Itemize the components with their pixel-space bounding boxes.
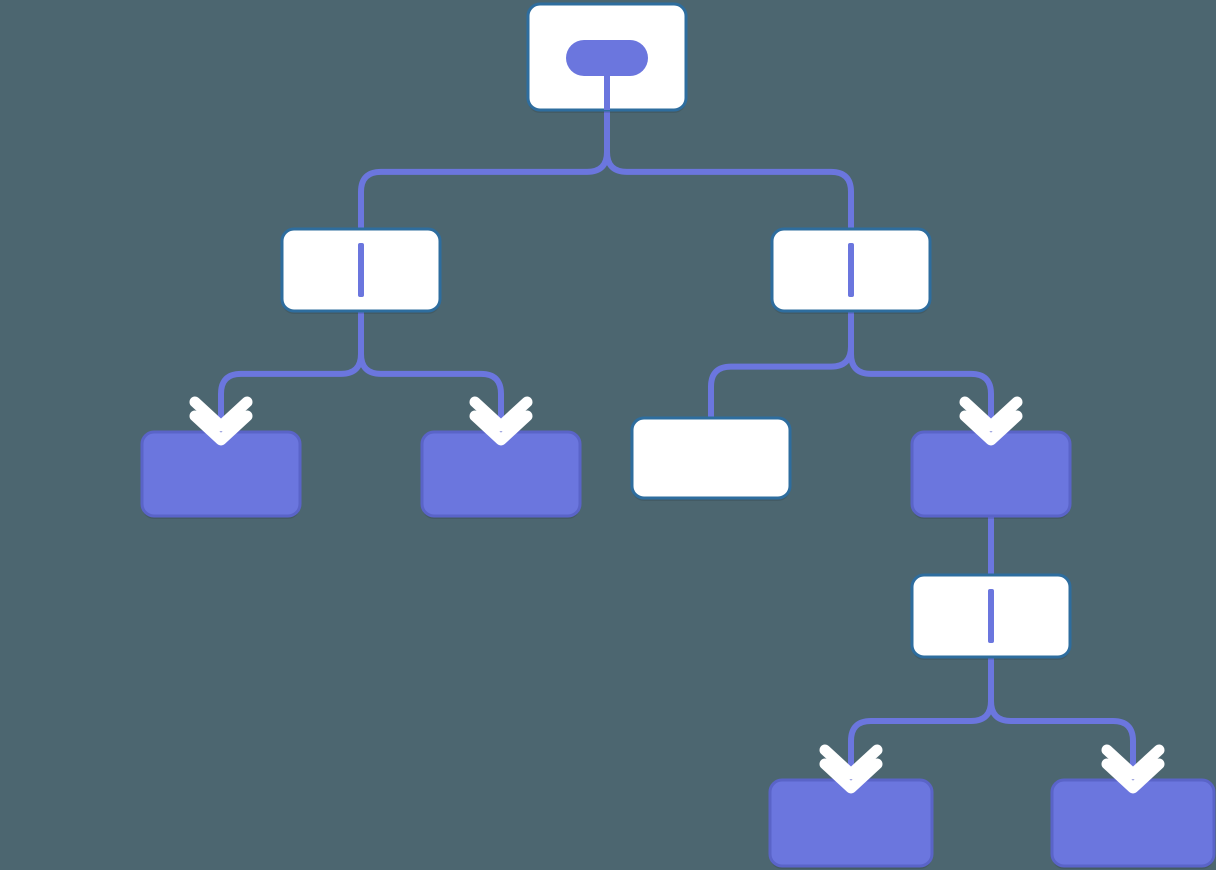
- tree-node-n9[interactable]: [1050, 778, 1216, 869]
- edge-arrow-marker: [1101, 744, 1165, 794]
- tree-node-n5[interactable]: [630, 416, 792, 501]
- vertical-bar-icon: [848, 243, 854, 297]
- tree-node-n8[interactable]: [768, 778, 934, 869]
- edge-arrow-marker: [469, 396, 533, 446]
- pill-icon: [566, 40, 648, 76]
- node-body[interactable]: [630, 416, 792, 500]
- tree-edge: [848, 311, 994, 432]
- vertical-bar-icon: [358, 243, 364, 297]
- tree-node-n6[interactable]: [910, 430, 1072, 519]
- edge-arrow-marker: [959, 396, 1023, 446]
- node-body[interactable]: [768, 778, 934, 868]
- arrow-marker-layer: [189, 396, 1165, 794]
- node-body[interactable]: [1050, 778, 1216, 868]
- node-layer: [140, 2, 1216, 869]
- edge-arrow-marker: [819, 744, 883, 794]
- tree-node-n2[interactable]: [770, 227, 932, 314]
- tree-node-n7[interactable]: [910, 573, 1072, 660]
- pill-stem-icon: [604, 74, 610, 110]
- tree-node-n3[interactable]: [140, 430, 302, 519]
- vertical-bar-icon: [988, 589, 994, 643]
- node-body[interactable]: [140, 430, 302, 518]
- tree-edge: [604, 110, 854, 229]
- node-body[interactable]: [910, 430, 1072, 518]
- tree-edge: [358, 311, 504, 432]
- edge-layer: [218, 110, 1136, 780]
- tree-node-n4[interactable]: [420, 430, 582, 519]
- tree-node-n1[interactable]: [280, 227, 442, 314]
- tree-edge: [988, 657, 1136, 780]
- node-body[interactable]: [420, 430, 582, 518]
- edge-arrow-marker: [189, 396, 253, 446]
- tree-node-n0[interactable]: [526, 2, 688, 113]
